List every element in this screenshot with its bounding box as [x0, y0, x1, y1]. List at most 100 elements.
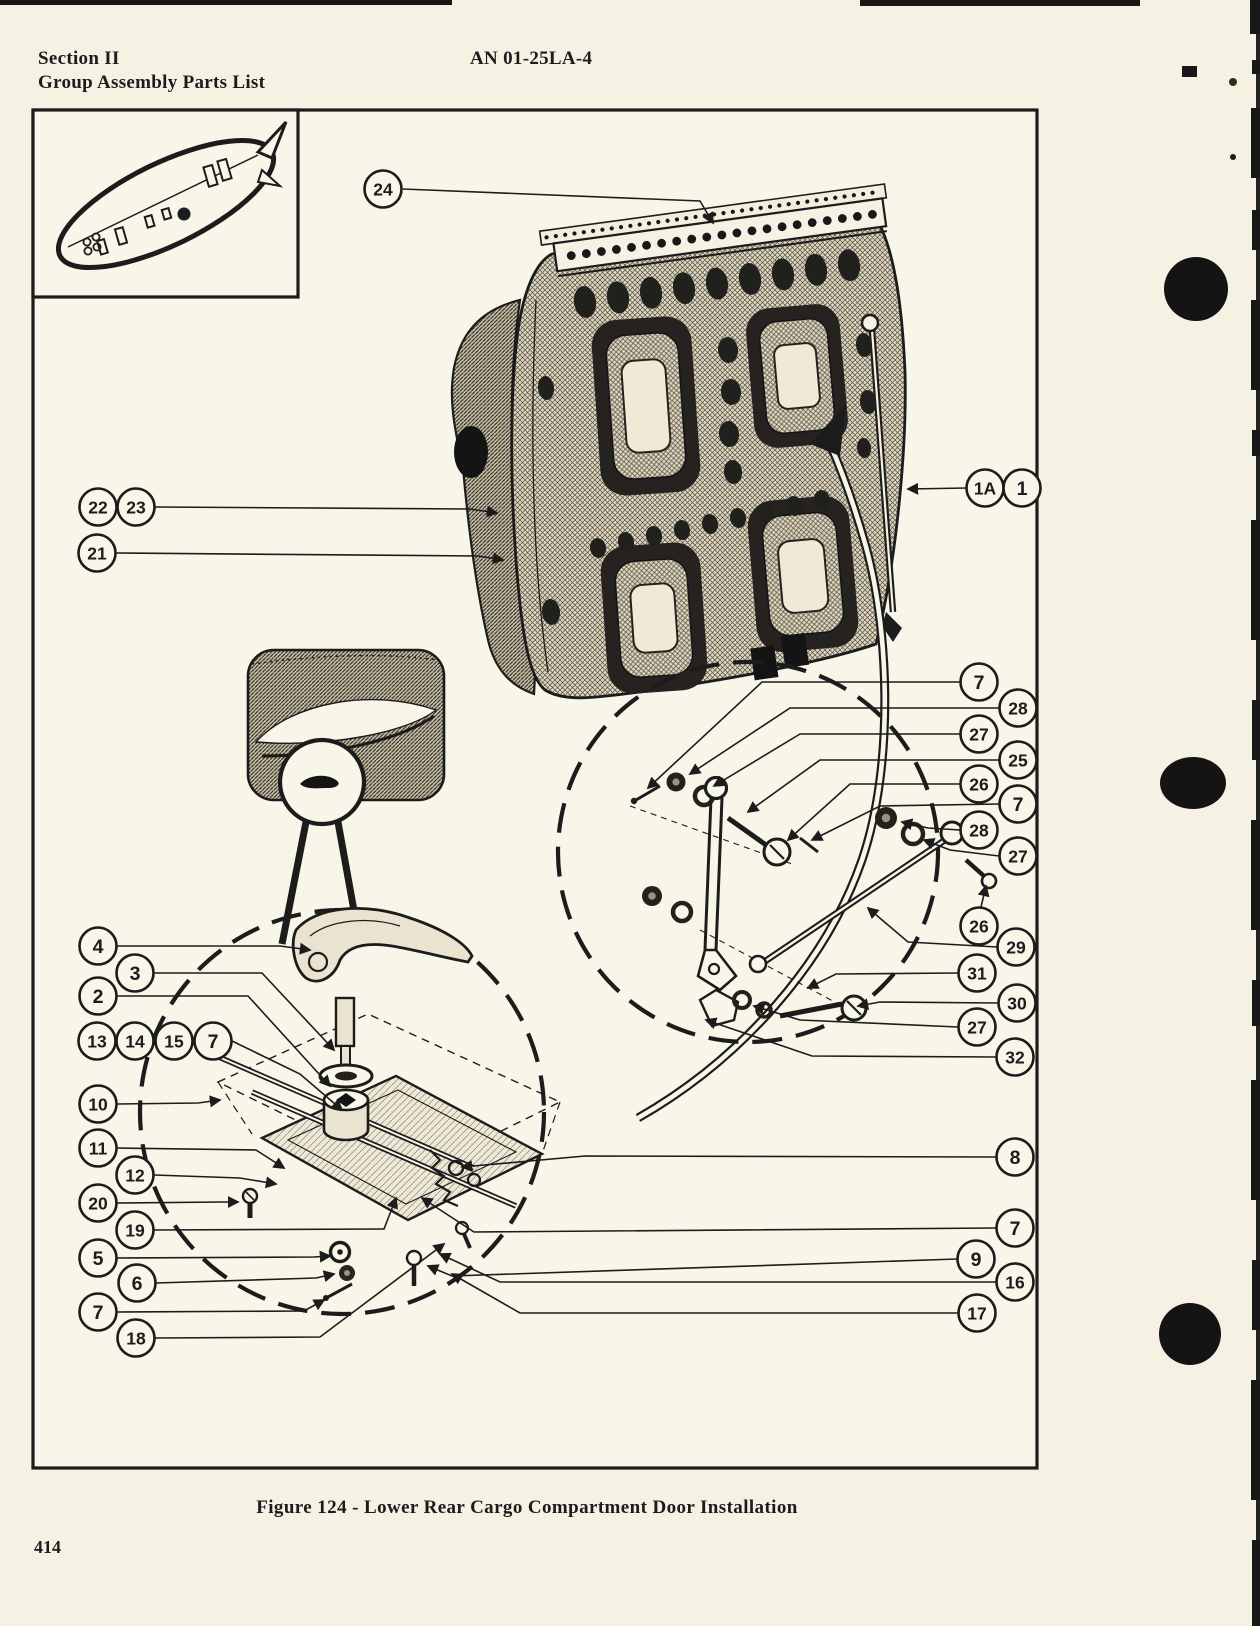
- callout-circle: [363, 169, 403, 209]
- callout-circle: [995, 1037, 1035, 1077]
- leader-line: [646, 681, 960, 790]
- callout-24: 24: [363, 169, 714, 225]
- leader-line: [116, 1196, 240, 1208]
- leader-line: [746, 759, 999, 814]
- callout-2: 2: [78, 976, 332, 1088]
- leader-line: [117, 942, 312, 955]
- callout-number: 11: [89, 1138, 108, 1158]
- leader-line: [116, 1250, 332, 1263]
- callout-5: 5: [78, 1238, 332, 1278]
- callout-number: 27: [969, 724, 988, 744]
- leader-line: [866, 906, 998, 948]
- leader-line: [231, 1040, 344, 1112]
- leader-line: [402, 188, 714, 225]
- callout-31: 31: [806, 953, 997, 993]
- callout-number: 4: [93, 936, 104, 958]
- leader-line: [116, 1299, 326, 1313]
- callout-circle: [998, 740, 1038, 780]
- callout-number: 32: [1005, 1047, 1025, 1067]
- callout-7: 7: [420, 1197, 1035, 1248]
- callout-number: 7: [208, 1031, 219, 1053]
- callout-number: 27: [967, 1017, 986, 1037]
- leader-line: [810, 803, 1000, 841]
- door-recess-3: [600, 542, 708, 694]
- callout-19: 19: [115, 1196, 398, 1250]
- flange-hole: [454, 426, 488, 478]
- exterior-door-view: [246, 648, 446, 945]
- door-handle: [291, 907, 474, 983]
- leader-line: [977, 884, 990, 908]
- callout-12: 12: [115, 1155, 278, 1195]
- leader-line: [438, 1252, 996, 1283]
- callout-22: 22: [78, 487, 118, 527]
- callout-circle: [116, 487, 156, 527]
- callout-14: 14: [115, 1021, 155, 1061]
- callout-number: 17: [967, 1303, 986, 1323]
- paper-speck: [1230, 154, 1236, 160]
- callout-circle: [956, 1239, 996, 1279]
- callout-number: 29: [1006, 937, 1026, 957]
- callout-number: 3: [130, 963, 141, 985]
- door-recess-2: [746, 304, 848, 448]
- callout-26: 26: [959, 884, 999, 946]
- magnifier-circle: [277, 737, 367, 827]
- callout-circle: [995, 1208, 1035, 1248]
- callout-circle: [78, 1084, 118, 1124]
- hold-open-rod: [860, 313, 902, 642]
- callout-circle: [959, 764, 999, 804]
- callout-number: 22: [88, 497, 108, 517]
- callout-circle: [959, 714, 999, 754]
- callout-circle: [115, 1155, 155, 1195]
- callout-circle: [998, 836, 1038, 876]
- callout-number: 7: [1013, 794, 1024, 816]
- callout-number: 28: [969, 820, 989, 840]
- bushing-stack: [318, 1063, 374, 1142]
- stud-bolt: [405, 1249, 423, 1286]
- callout-number: 6: [132, 1273, 143, 1295]
- callout-16: 16: [438, 1252, 1035, 1302]
- callout-circle: [193, 1021, 233, 1061]
- latch-spring: [429, 1149, 459, 1208]
- callout-1: 1: [1002, 468, 1042, 508]
- callout-circle: [154, 1021, 194, 1061]
- callout-25: 25: [746, 740, 1038, 814]
- leader-line: [900, 818, 961, 831]
- leader-line: [450, 1273, 958, 1314]
- fuselage-silhouette-icon: [55, 120, 288, 271]
- callout-number: 1: [1017, 478, 1028, 500]
- leader-line: [712, 733, 960, 787]
- leader-line: [704, 1017, 997, 1058]
- cotter-pin: [799, 836, 819, 854]
- callout-circle: [78, 1238, 118, 1278]
- callout-circle: [1002, 468, 1042, 508]
- callout-circle: [959, 906, 999, 946]
- callout-18: 18: [116, 1242, 446, 1358]
- callout-7: 7: [646, 662, 999, 790]
- leader-line: [460, 1155, 997, 1173]
- callout-number: 7: [1010, 1218, 1021, 1240]
- binder-dot: [1160, 757, 1226, 809]
- callout-number: 26: [969, 916, 989, 936]
- callout-circle: [78, 976, 118, 1016]
- leader-line: [117, 995, 332, 1088]
- callout-number: 25: [1008, 750, 1028, 770]
- mount-screw: [241, 1187, 259, 1218]
- callout-28: 28: [688, 688, 1038, 775]
- washer: [732, 990, 752, 1010]
- callout-6: 6: [117, 1263, 336, 1303]
- callout-number: 21: [87, 543, 107, 563]
- callout-7: 7: [78, 1292, 326, 1332]
- callout-23: 23: [116, 487, 499, 527]
- callout-number: 9: [971, 1249, 982, 1271]
- page-number: 414: [34, 1537, 61, 1557]
- callout-26: 26: [786, 764, 999, 842]
- leader-line: [752, 1003, 959, 1028]
- callout-circle: [115, 953, 155, 993]
- clevis-eye: [466, 1172, 482, 1188]
- callout-circle: [78, 1183, 118, 1223]
- callout-7: 7: [193, 1021, 344, 1112]
- callout-circle: [998, 784, 1038, 824]
- callout-3: 3: [115, 953, 336, 1052]
